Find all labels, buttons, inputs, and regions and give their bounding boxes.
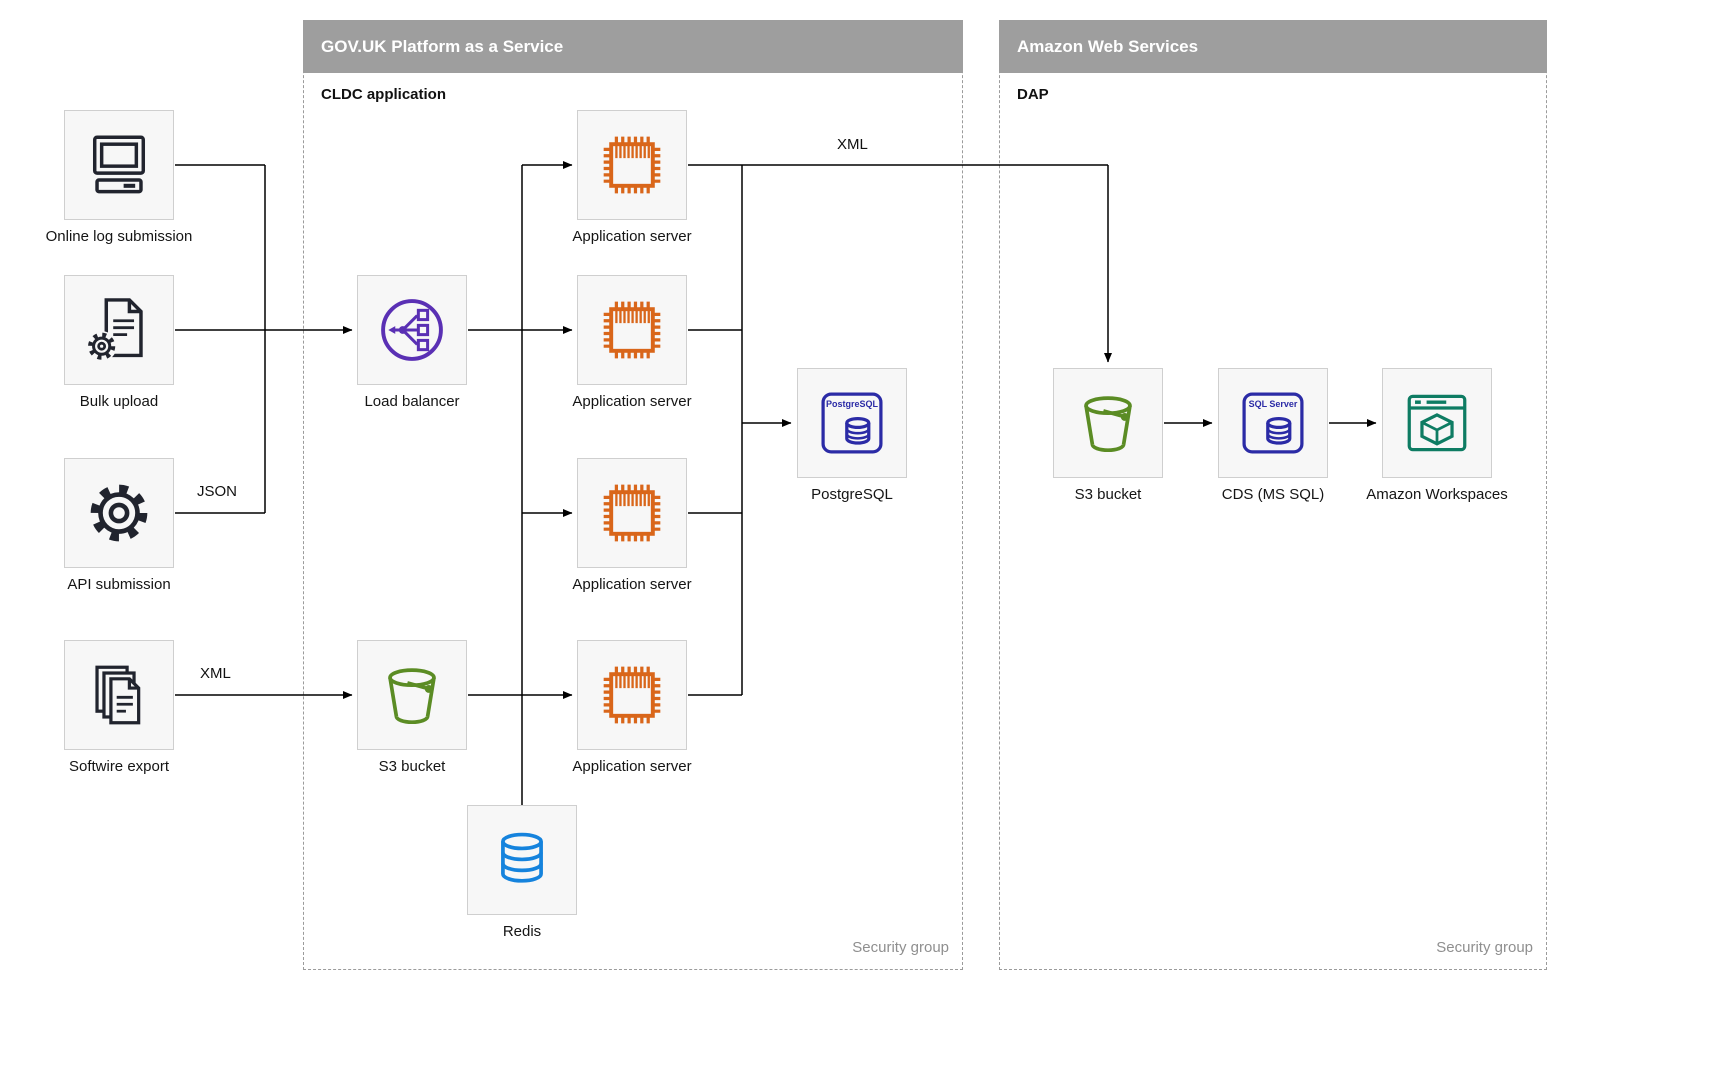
load-balancer-icon (381, 299, 443, 361)
node-s3-bucket-paas: S3 bucket (357, 640, 467, 775)
node-api-submission: API submission (64, 458, 174, 593)
desktop-computer-icon (92, 135, 146, 194)
node-application-server-4: Application server (572, 640, 692, 775)
paas-security-label: Security group (852, 939, 949, 956)
node-label: Amazon Workspaces (1366, 486, 1508, 503)
database-cylinder-icon (501, 832, 543, 883)
redis-box (467, 805, 577, 915)
aws-security-label: Security group (1436, 939, 1533, 956)
node-label: Application server (572, 758, 692, 775)
node-cds-ms-sql: SQL Server CDS (MS SQL) (1218, 368, 1328, 503)
online-log-box (64, 110, 174, 220)
aws-group-header: Amazon Web Services (999, 20, 1547, 73)
api-submission-box (64, 458, 174, 568)
node-label: Redis (502, 923, 542, 940)
node-application-server-3: Application server (572, 458, 692, 593)
softwire-export-box (64, 640, 174, 750)
s3-bucket-icon (1084, 396, 1132, 452)
node-postgresql: PostgreSQL PostgreSQL (797, 368, 907, 503)
paas-sublabel: CLDC application (321, 86, 447, 103)
node-label: Online log submission (45, 228, 193, 245)
node-label: Application server (572, 393, 692, 410)
postgresql-box: PostgreSQL (797, 368, 907, 478)
cds-box: SQL Server (1218, 368, 1328, 478)
edge-label-xml-softwire: XML (200, 665, 231, 682)
node-label: API submission (67, 576, 171, 593)
s3-bucket-aws-box (1053, 368, 1163, 478)
s3-bucket-paas-box (357, 640, 467, 750)
application-server-box (577, 640, 687, 750)
postgresql-icon-label: PostgreSQL (825, 399, 878, 409)
node-application-server-1: Application server (572, 110, 692, 245)
gear-icon (90, 484, 148, 542)
application-server-box (577, 458, 687, 568)
chip-icon (603, 484, 661, 542)
node-label: Application server (572, 228, 692, 245)
workspaces-box (1382, 368, 1492, 478)
node-s3-bucket-aws: S3 bucket (1053, 368, 1163, 503)
documents-stack-icon (95, 665, 141, 725)
workspaces-icon (1407, 394, 1467, 452)
chip-icon (603, 301, 661, 359)
node-label: PostgreSQL (811, 486, 893, 503)
chip-icon (603, 136, 661, 194)
node-application-server-2: Application server (572, 275, 692, 410)
s3-bucket-icon (388, 668, 436, 724)
aws-sublabel: DAP (1017, 86, 1049, 103)
paas-group-header: GOV.UK Platform as a Service (303, 20, 963, 73)
sql-server-icon-label: SQL Server (1248, 399, 1298, 409)
node-label: Softwire export (68, 758, 170, 775)
document-gear-icon (86, 298, 143, 362)
paas-group-title: GOV.UK Platform as a Service (321, 36, 564, 56)
node-amazon-workspaces: Amazon Workspaces (1366, 368, 1508, 503)
node-label: CDS (MS SQL) (1221, 486, 1325, 503)
edge-label-json: JSON (197, 483, 238, 500)
node-softwire-export: Softwire export (64, 640, 174, 775)
rds-database-icon (1242, 392, 1304, 454)
aws-group-title: Amazon Web Services (1017, 36, 1199, 56)
node-label: S3 bucket (378, 758, 446, 775)
chip-icon (603, 666, 661, 724)
node-label: Bulk upload (79, 393, 159, 410)
node-label: Application server (572, 576, 692, 593)
node-load-balancer: Load balancer (357, 275, 467, 410)
load-balancer-box (357, 275, 467, 385)
node-online-log-submission: Online log submission (46, 110, 192, 245)
node-label: Load balancer (364, 393, 460, 410)
rds-database-icon (821, 392, 883, 454)
application-server-box (577, 275, 687, 385)
application-server-box (577, 110, 687, 220)
node-bulk-upload: Bulk upload (64, 275, 174, 410)
bulk-upload-box (64, 275, 174, 385)
node-label: S3 bucket (1074, 486, 1142, 503)
node-redis: Redis (467, 805, 577, 940)
edge-label-xml-dap: XML (837, 136, 868, 153)
